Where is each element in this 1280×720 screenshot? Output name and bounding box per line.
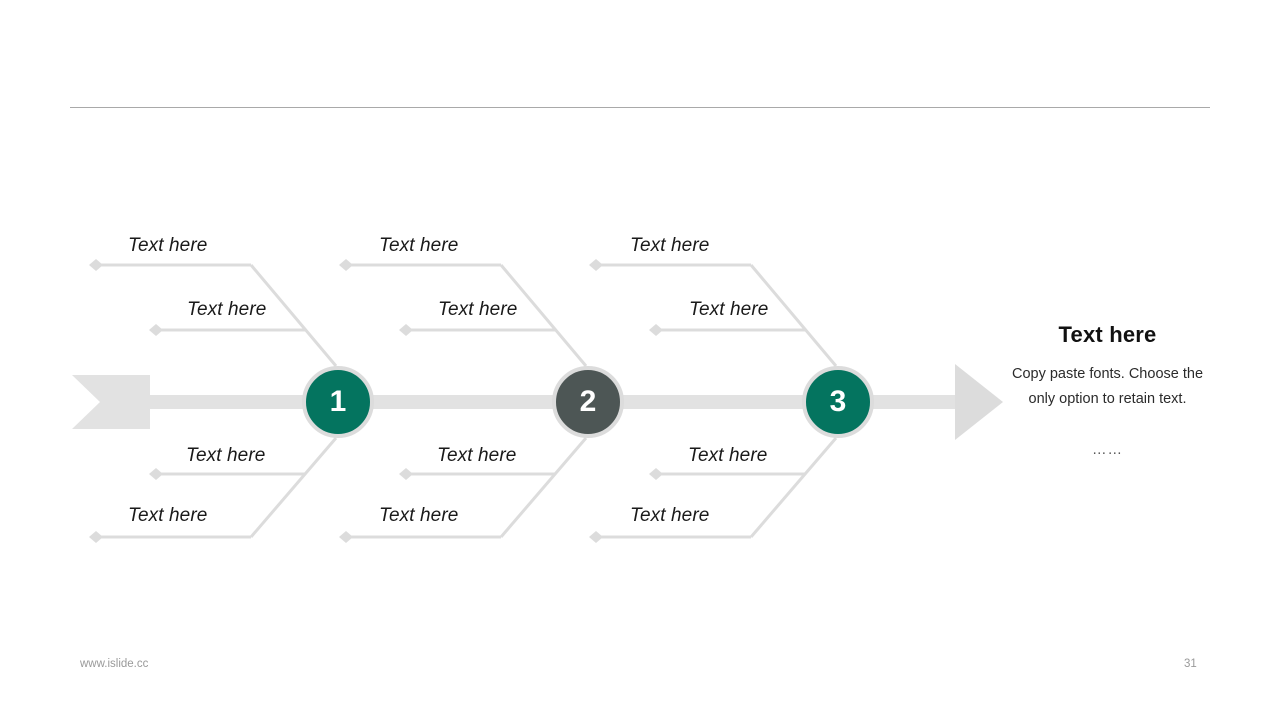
stage-3-label-bottom-outer[interactable]: Text here bbox=[630, 505, 710, 526]
stage-1-marker-bottom-inner-icon bbox=[149, 468, 163, 480]
stage-1-marker-top-outer-icon bbox=[89, 259, 103, 271]
stage-2-marker-top-outer-icon bbox=[339, 259, 353, 271]
stage-1-marker-top-inner-icon bbox=[149, 324, 163, 336]
stage-1-spine-top bbox=[249, 264, 338, 367]
stage-2-spine-top bbox=[499, 264, 588, 367]
arrow-head-icon bbox=[955, 364, 1003, 440]
stage-3-marker-bottom-outer-icon bbox=[589, 531, 603, 543]
stage-number-1: 1 bbox=[329, 385, 347, 418]
stage-2-marker-top-inner-icon bbox=[399, 324, 413, 336]
stage-2-marker-bottom-outer-icon bbox=[339, 531, 353, 543]
stage-2-spine-bottom bbox=[499, 437, 588, 538]
stage-2-label-top-outer[interactable]: Text here bbox=[379, 235, 459, 256]
stage-1-spine-bottom bbox=[249, 437, 338, 538]
stage-marker-3[interactable]: 3 bbox=[802, 366, 874, 438]
stage-3-marker-bottom-inner-icon bbox=[649, 468, 663, 480]
stage-1-marker-bottom-outer-icon bbox=[89, 531, 103, 543]
stage-number-3: 3 bbox=[829, 385, 847, 418]
stage-3-label-bottom-inner[interactable]: Text here bbox=[688, 445, 768, 466]
stage-2-label-bottom-outer[interactable]: Text here bbox=[379, 505, 459, 526]
summary-title[interactable]: Text here bbox=[1058, 322, 1157, 347]
header-divider bbox=[70, 107, 1210, 108]
stage-marker-1[interactable]: 1 bbox=[302, 366, 374, 438]
stage-3-spine-top bbox=[749, 264, 838, 367]
summary-ellipsis: …… bbox=[1092, 441, 1123, 458]
stage-3-label-top-outer[interactable]: Text here bbox=[630, 235, 710, 256]
summary-body[interactable]: Copy paste fonts. Choose the only option… bbox=[1011, 366, 1204, 407]
stage-2-label-top-inner[interactable]: Text here bbox=[438, 299, 518, 320]
stage-3-label-top-inner[interactable]: Text here bbox=[689, 299, 769, 320]
stage-1-label-bottom-inner[interactable]: Text here bbox=[186, 445, 266, 466]
summary-block: Text here Copy paste fonts. Choose the o… bbox=[1010, 322, 1205, 458]
page-number: 31 bbox=[1184, 658, 1197, 670]
footer-url[interactable]: www.islide.cc bbox=[80, 658, 149, 670]
stage-1-label-top-inner[interactable]: Text here bbox=[187, 299, 267, 320]
stage-2-marker-bottom-inner-icon bbox=[399, 468, 413, 480]
stage-number-2: 2 bbox=[579, 385, 597, 418]
stage-3-spine-bottom bbox=[749, 437, 838, 538]
stage-marker-2[interactable]: 2 bbox=[552, 366, 624, 438]
stage-2-label-bottom-inner[interactable]: Text here bbox=[437, 445, 517, 466]
stage-1-label-top-outer[interactable]: Text here bbox=[128, 235, 208, 256]
stage-1-label-bottom-outer[interactable]: Text here bbox=[128, 505, 208, 526]
stage-3-marker-top-outer-icon bbox=[589, 259, 603, 271]
arrow-tail-notch-icon bbox=[108, 375, 150, 429]
stage-3-marker-top-inner-icon bbox=[649, 324, 663, 336]
